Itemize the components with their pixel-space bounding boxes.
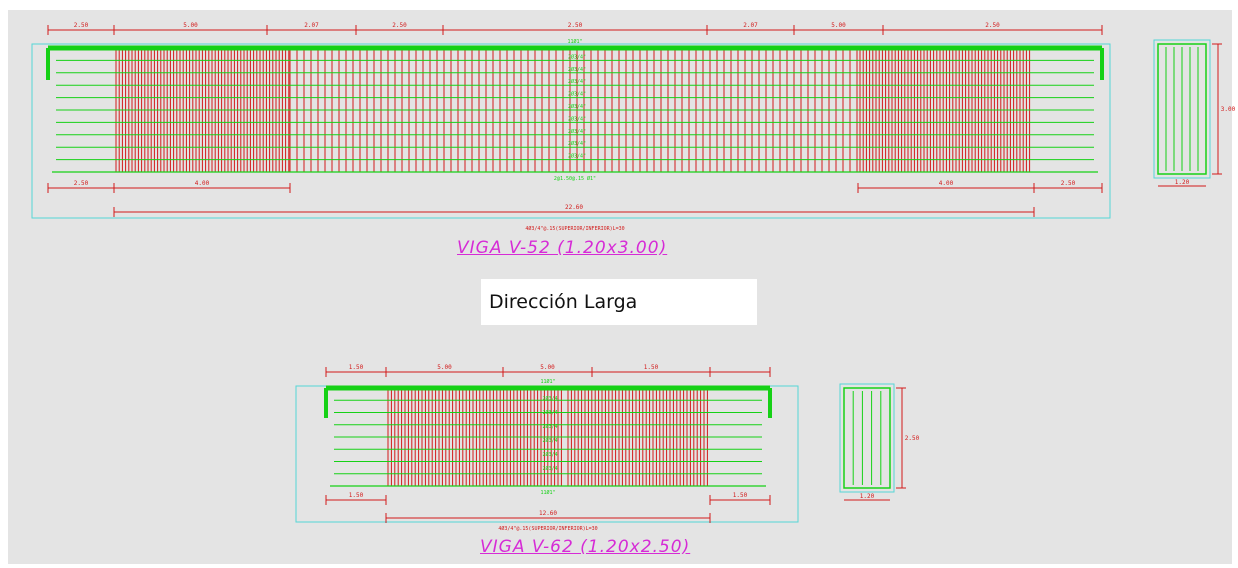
side-bar-label: 2Ø3/4" (568, 128, 586, 135)
side-bar-label: 2Ø3/4" (568, 153, 586, 160)
top-dim-label: 1.50 (349, 364, 364, 371)
side-bar-label: 2Ø3/4" (568, 78, 586, 85)
overall-dim-label: 22.60 (565, 204, 583, 211)
side-bar-label: 2Ø3/4 (542, 451, 557, 458)
side-bar-label: 2Ø3/4" (568, 91, 586, 98)
bottom-dim-label: 2.50 (1061, 180, 1076, 187)
span-note: 4Ø3/4"@.15(SUPERIOR/INFERIOR)L=30 (525, 225, 624, 232)
side-bar-label: 2Ø3/4" (568, 103, 586, 110)
side-bar-label: 2Ø3/4 (542, 409, 557, 416)
bottom-dim-label: 4.00 (195, 180, 210, 187)
bottom-dim-label: 1.50 (733, 492, 748, 499)
top-dim-label: 2.07 (743, 22, 758, 29)
bottom-dim-label: 2.50 (74, 180, 89, 187)
side-bar-label: 2Ø3/4" (568, 140, 586, 147)
bottom-dim-label: 1.50 (349, 492, 364, 499)
top-dim-label: 5.00 (831, 22, 846, 29)
bottom-dim-label: 4.00 (939, 180, 954, 187)
side-bar-label: 2Ø3/4 (542, 423, 557, 430)
section-height-label: 3.00 (1221, 106, 1236, 113)
top-dim-label: 2.50 (74, 22, 89, 29)
top-dim-label: 1.50 (644, 364, 659, 371)
top-dim-label: 5.00 (540, 364, 555, 371)
top-dim-label: 2.50 (568, 22, 583, 29)
beam-v52-title: VIGA V-52 (1.20x3.00) (457, 238, 668, 258)
top-dim-label: 2.07 (304, 22, 319, 29)
section-outline (1153, 39, 1211, 179)
side-bar-label: 2Ø3/4 (542, 395, 557, 402)
top-dim-label: 2.50 (985, 22, 1000, 29)
beam-outline (31, 43, 1111, 219)
section-stirrup (1157, 43, 1207, 175)
beam-v52-section: 3.00 1.20 (1153, 39, 1236, 187)
side-bar-label: 2Ø3/4 (542, 465, 557, 472)
beam-v62-elevation: 1.50 5.00 5.00 1.50 1.50 1.50 12.60 11Ø1" 2Ø3/4 2… (295, 364, 799, 532)
top-dim-label: 2.50 (392, 22, 407, 29)
section-height-label: 2.50 (905, 435, 920, 442)
side-bar-label: 2Ø3/4" (568, 66, 586, 73)
side-bar-label: 2Ø3/4" (568, 115, 586, 122)
section-stirrup (843, 387, 891, 489)
span-note: 4Ø3/4"@.15(SUPERIOR/INFERIOR)L=30 (498, 525, 597, 532)
bottom-bar-label: 2@1.50@.15 Ø1" (554, 175, 596, 182)
overall-dim-label: 12.60 (539, 510, 557, 517)
beam-v62-title: VIGA V-62 (1.20x2.50) (480, 537, 691, 557)
beam-v62-section: 2.50 1.20 (839, 383, 920, 501)
section-width-label: 1.20 (860, 493, 875, 500)
direction-note: Dirección Larga (481, 279, 757, 325)
side-bar-label: 2Ø3/4 (542, 437, 557, 444)
top-bar-label: 11Ø1" (540, 378, 555, 385)
beam-v52-elevation: 2.50 5.00 2.07 2.50 2.50 2.07 5.00 2.50 2.50 4.00… (31, 22, 1111, 232)
top-bar-label: 11Ø1" (567, 38, 582, 45)
section-width-label: 1.20 (1175, 179, 1190, 186)
side-bar-label: 2Ø3/4" (568, 53, 586, 60)
top-dim-label: 5.00 (183, 22, 198, 29)
bottom-bar-label: 11Ø1" (540, 489, 555, 496)
top-dim-label: 5.00 (437, 364, 452, 371)
section-outline (839, 383, 895, 493)
